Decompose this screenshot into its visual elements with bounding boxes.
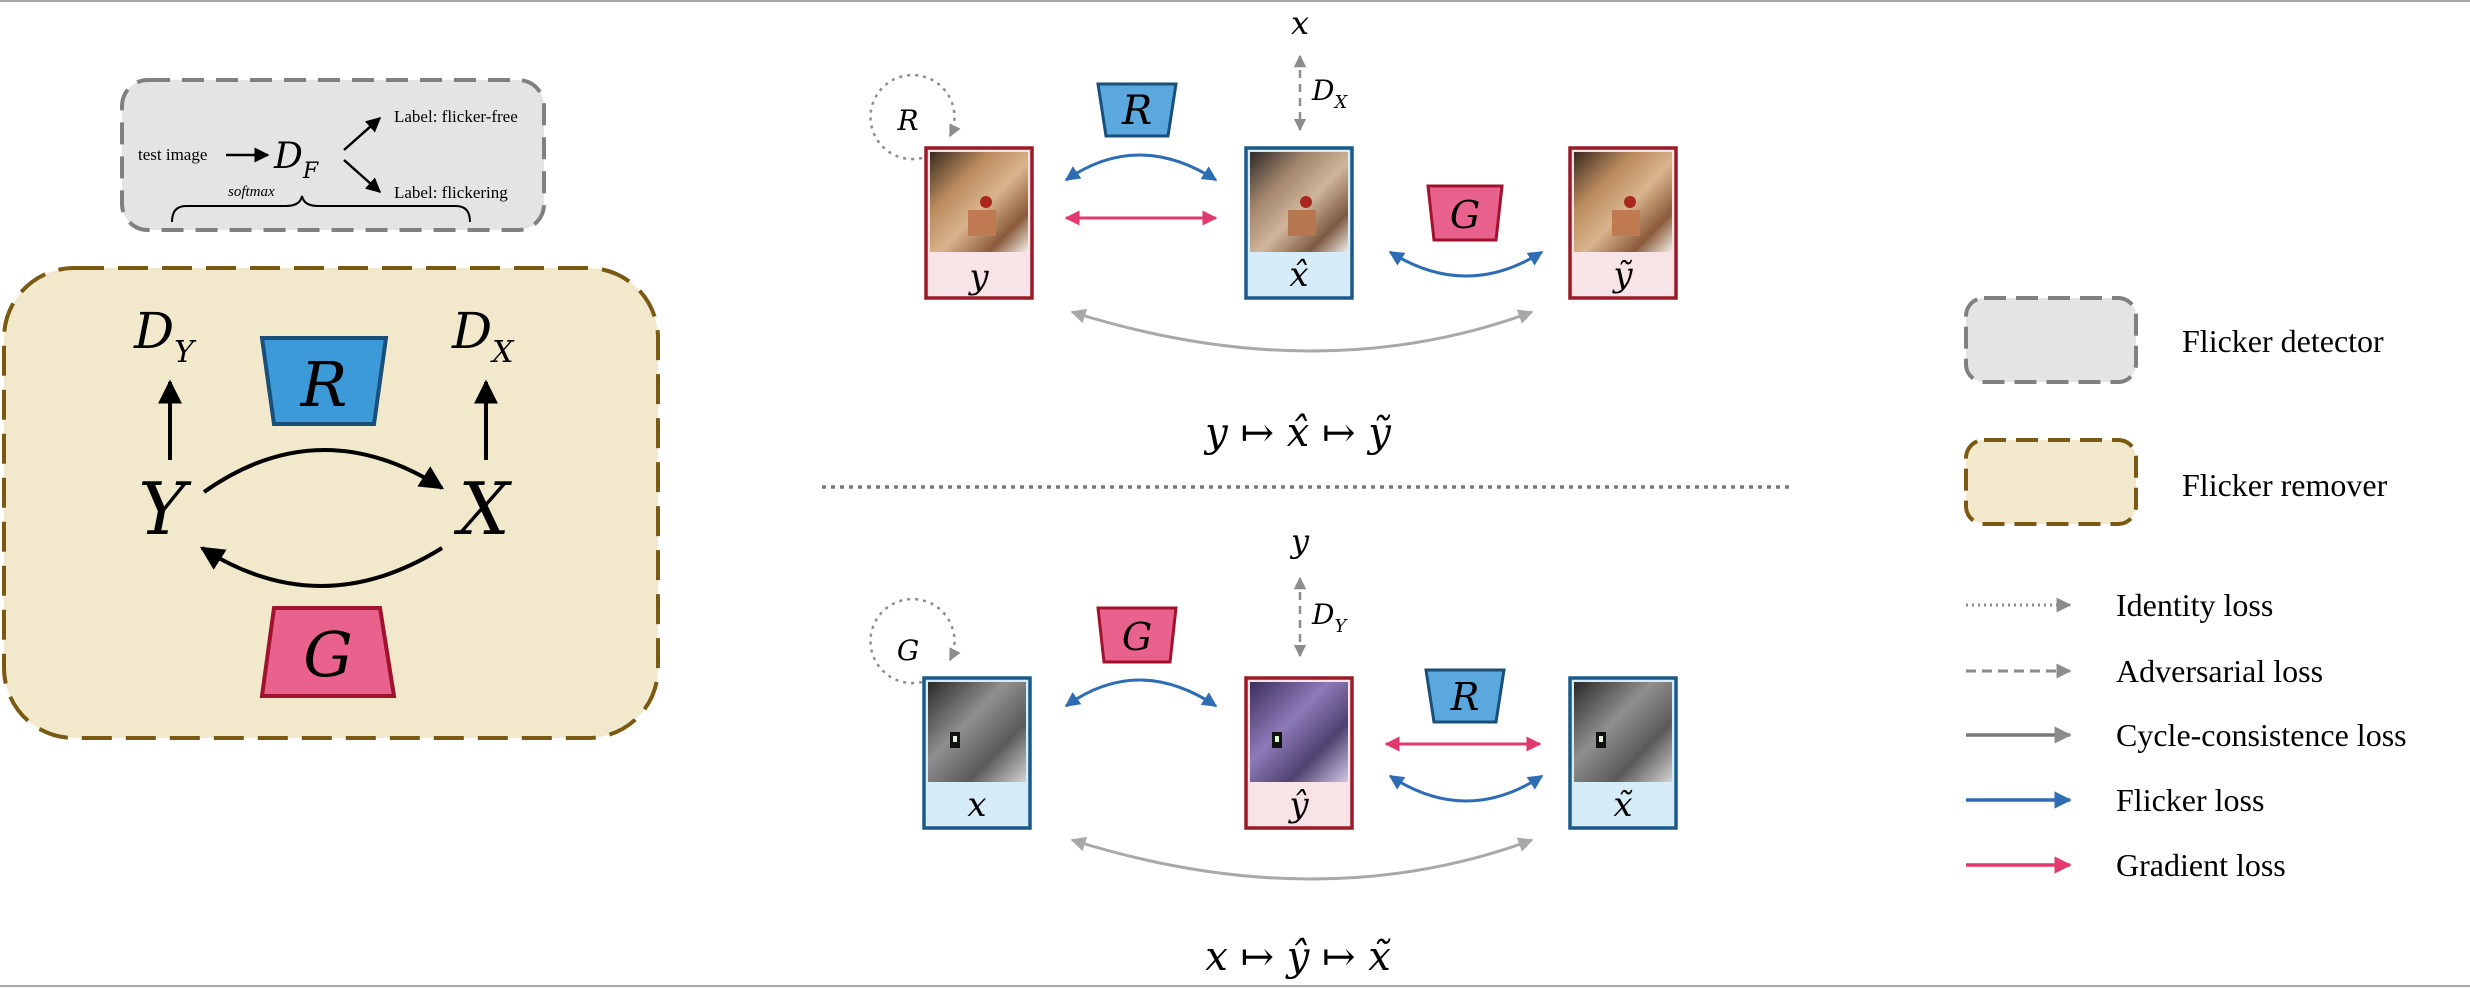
top-frame-y: y [924, 146, 1034, 300]
bottom-g-box [1096, 606, 1178, 664]
bottom-cycle-arrow [1070, 836, 1534, 881]
top-frame-ytilde-photo [1574, 152, 1672, 252]
bottom-frame-xtilde-photo [1574, 682, 1672, 782]
legend-detector-swatch [1964, 296, 2138, 384]
top-frame-y-photo [930, 152, 1028, 252]
bottom-row: y DY G G x ŷ R [869, 522, 1678, 980]
bottom-identity-loop [869, 597, 961, 685]
top-frame-ytilde-label: ỹ [1611, 255, 1633, 295]
bottom-frame-yhat-photo [1250, 682, 1348, 782]
top-x-label: x [1291, 4, 1309, 42]
top-r-box [1096, 82, 1178, 138]
bottom-disc-label: DY [1311, 598, 1348, 637]
legend-detector-label: Flicker detector [2182, 323, 2384, 359]
legend: Flicker detector Flicker remover Identit… [1964, 296, 2407, 883]
legend-adversarial-label: Adversarial loss [2116, 653, 2323, 689]
detector-brace-label: softmax [228, 184, 275, 200]
bottom-y-label: y [1289, 522, 1310, 560]
legend-remover-label: Flicker remover [2182, 467, 2388, 503]
top-identity-loop [869, 73, 961, 161]
detector-box [120, 78, 546, 232]
legend-gradient-label: Gradient loss [2116, 847, 2286, 883]
remover-y-to-x-arrow [202, 448, 445, 494]
flicker-remover-panel: DY DX R Y X G [2, 266, 660, 740]
remover-r-generator [259, 336, 389, 426]
remover-x-to-y-arrow [199, 546, 444, 588]
top-frame-y-label: y [967, 257, 989, 297]
bottom-flicker-arrow-1 [1064, 678, 1218, 708]
bottom-r-label: R [1450, 675, 1480, 719]
bottom-caption: x ↦ ŷ ↦ x̃ [1205, 934, 1391, 980]
top-frame-xhat-photo [1250, 152, 1348, 252]
remover-g-label: G [303, 618, 353, 691]
legend-remover-swatch [1964, 438, 2138, 526]
top-flicker-arrow-2 [1388, 250, 1544, 278]
top-frame-xhat-label: x̂ [1289, 255, 1308, 295]
bottom-frame-x: x [922, 676, 1032, 830]
legend-identity-label: Identity loss [2116, 587, 2273, 623]
bottom-frame-xtilde: x̃ [1568, 676, 1678, 830]
bottom-r-box [1424, 668, 1506, 724]
top-disc-label: DX [1311, 74, 1348, 113]
remover-r-label: R [300, 348, 348, 421]
remover-x: X [453, 467, 512, 551]
remover-dx: DX [451, 302, 515, 370]
remover-g-generator [259, 606, 397, 698]
top-caption: y ↦ x̂ ↦ ỹ [1203, 410, 1392, 456]
detector-input-label: test image [138, 145, 207, 164]
detector-brace [171, 195, 471, 223]
bottom-frame-yhat-label: ŷ [1287, 785, 1309, 825]
remover-dy: DY [133, 302, 197, 370]
top-frame-xhat: x̂ [1244, 146, 1354, 300]
bottom-frame-x-label: x [967, 785, 986, 825]
bottom-frame-yhat: ŷ [1244, 676, 1354, 830]
detector-disc: DF [273, 136, 319, 184]
bottom-flicker-arrow-2 [1388, 774, 1544, 803]
top-flicker-arrow-1 [1064, 153, 1218, 182]
legend-cycle-label: Cycle-consistence loss [2116, 717, 2407, 753]
top-row: x DX R R y x̂ G [869, 4, 1678, 456]
bottom-g-label: G [1122, 615, 1152, 659]
bottom-frame-xtilde-label: x̃ [1613, 785, 1633, 825]
legend-flicker-label: Flicker loss [2116, 782, 2264, 818]
top-g-box [1426, 184, 1504, 242]
detector-label-flicker: Label: flickering [394, 183, 508, 202]
top-identity-label: R [896, 104, 918, 137]
top-r-label: R [1121, 88, 1152, 134]
top-cycle-arrow [1070, 308, 1534, 353]
detector-branch-up [343, 117, 382, 151]
remover-y: Y [138, 467, 192, 551]
detector-label-free: Label: flicker-free [394, 107, 518, 126]
bottom-frame-x-photo [928, 682, 1026, 782]
top-g-label: G [1450, 193, 1480, 237]
flicker-detector-panel: test image DF Label: flicker-free Label:… [120, 78, 546, 232]
bottom-identity-label: G [897, 634, 919, 667]
top-frame-ytilde: ỹ [1568, 146, 1678, 300]
detector-branch-down [343, 159, 382, 193]
